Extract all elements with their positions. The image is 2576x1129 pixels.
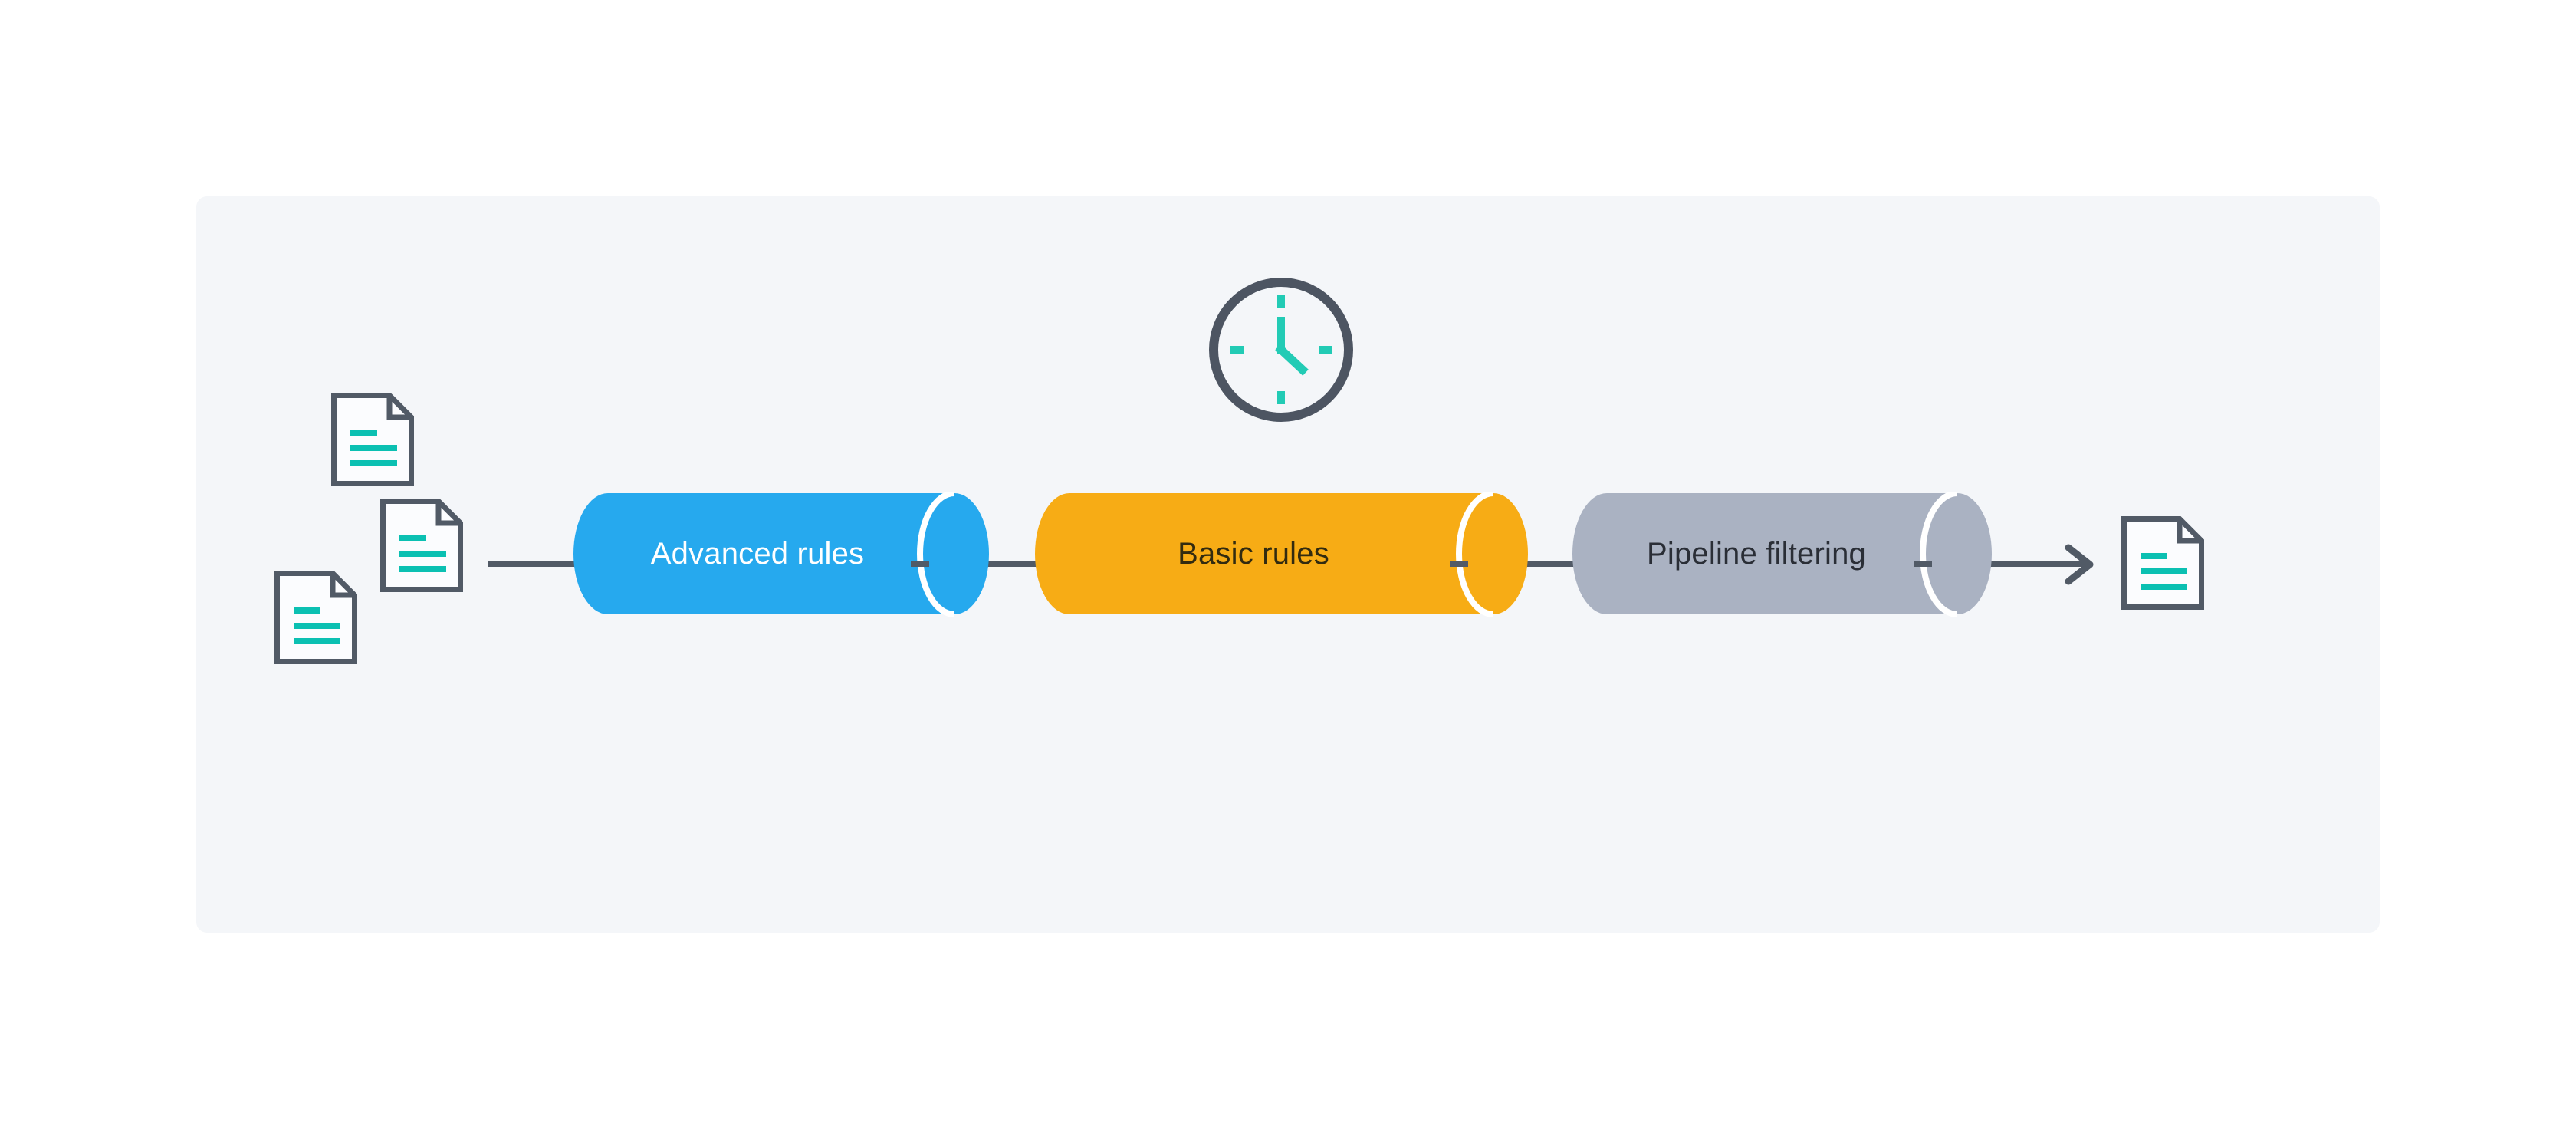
stage-pipeline-filtering-label: Pipeline filtering <box>1647 537 1866 571</box>
arrow-chevron <box>2065 544 2094 585</box>
clock-icon <box>1209 278 1353 422</box>
document-text-line <box>350 460 397 466</box>
document-outline <box>274 571 357 664</box>
cylinder-end-cap <box>920 493 989 614</box>
clock-minute-hand <box>1277 317 1285 354</box>
cylinder-gap-arc <box>917 492 955 617</box>
document-text-line <box>350 430 377 436</box>
flow-line-tick <box>1914 561 1932 567</box>
flow-line-tick <box>911 561 929 567</box>
output-document <box>2121 516 2204 610</box>
document-text-line <box>2141 568 2187 574</box>
cylinder-body <box>1572 493 1957 614</box>
input-document-1 <box>331 393 414 486</box>
document-outline <box>331 393 414 486</box>
input-document-3 <box>274 571 357 664</box>
clock-tick-12 <box>1277 295 1285 308</box>
cylinder-body <box>573 493 955 614</box>
cylinder-end-cap <box>1923 493 1992 614</box>
document-text-line <box>294 623 340 629</box>
clock-tick-9 <box>1230 346 1244 354</box>
stage-basic-rules-cylinder <box>1035 492 1528 617</box>
cylinder-gap-arc <box>1920 492 1958 617</box>
document-text-line <box>350 445 397 451</box>
right-arrow-icon <box>2065 544 2094 585</box>
document-text-line <box>2141 584 2187 590</box>
input-document-2 <box>380 499 463 592</box>
stage-advanced-rules-cylinder <box>573 492 989 617</box>
flow-line-tick <box>1450 561 1468 567</box>
document-text-line <box>294 638 340 644</box>
document-fold <box>330 573 355 598</box>
document-outline <box>380 499 463 592</box>
cylinder-end-cap <box>1459 493 1528 614</box>
document-text-line <box>294 607 320 614</box>
document-fold <box>386 395 412 420</box>
cylinder-gap-arc <box>1456 492 1494 617</box>
clock-hour-hand <box>1275 344 1309 376</box>
cylinder-body <box>1035 493 1493 614</box>
document-text-line <box>2141 553 2167 559</box>
stage-basic-rules-label: Basic rules <box>1178 537 1329 571</box>
document-text-line <box>399 551 446 557</box>
document-text-line <box>399 535 426 541</box>
clock-tick-6 <box>1277 391 1285 404</box>
document-text-line <box>399 566 446 572</box>
document-outline <box>2121 516 2204 610</box>
document-fold <box>2177 518 2202 544</box>
stage-advanced-rules-label: Advanced rules <box>650 537 865 571</box>
document-fold <box>435 501 461 526</box>
clock-face <box>1209 278 1353 422</box>
clock-tick-3 <box>1319 346 1332 354</box>
stage-pipeline-filtering-cylinder <box>1572 492 1992 617</box>
